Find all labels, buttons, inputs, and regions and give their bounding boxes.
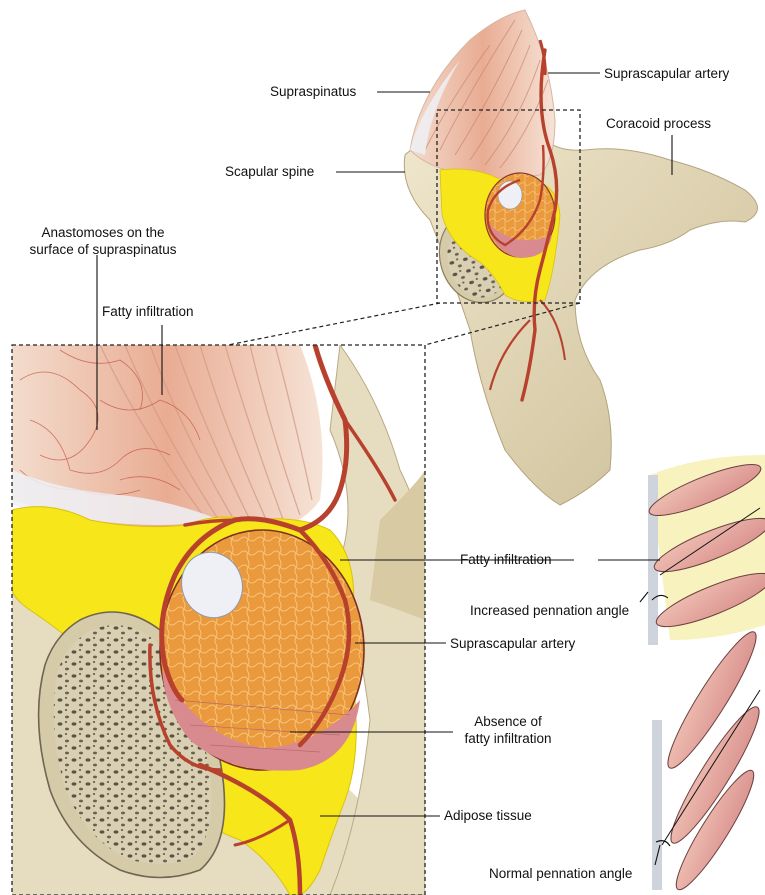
label-anastomoses-line1: Anastomoses on the bbox=[41, 225, 164, 240]
label-fatty-infiltration-top: Fatty infiltration bbox=[102, 303, 194, 320]
label-absence-line2: fatty infiltration bbox=[464, 731, 551, 746]
label-suprascapular-artery-bottom: Suprascapular artery bbox=[450, 635, 575, 652]
zoomed-detail bbox=[12, 345, 425, 895]
label-increased-pennation-angle: Increased pennation angle bbox=[470, 602, 629, 619]
pennation-inset-normal bbox=[652, 625, 765, 895]
label-supraspinatus: Supraspinatus bbox=[270, 83, 356, 100]
label-absence-fatty-infiltration: Absence of fatty infiltration bbox=[448, 713, 568, 747]
label-adipose-tissue: Adipose tissue bbox=[444, 807, 532, 824]
label-coracoid-process: Coracoid process bbox=[606, 115, 711, 132]
label-suprascapular-artery-top: Suprascapular artery bbox=[604, 65, 729, 82]
label-scapular-spine: Scapular spine bbox=[225, 163, 314, 180]
label-absence-line1: Absence of bbox=[474, 714, 542, 729]
pennation-inset-increased bbox=[644, 455, 765, 645]
label-fatty-infiltration-right: Fatty infiltration bbox=[460, 551, 552, 568]
label-anastomoses: Anastomoses on the surface of supraspina… bbox=[8, 224, 198, 258]
label-anastomoses-line2: surface of supraspinatus bbox=[29, 242, 176, 257]
scapula-overview bbox=[404, 10, 757, 505]
label-normal-pennation-angle: Normal pennation angle bbox=[489, 865, 632, 882]
supraspinatus-muscle bbox=[410, 10, 555, 178]
